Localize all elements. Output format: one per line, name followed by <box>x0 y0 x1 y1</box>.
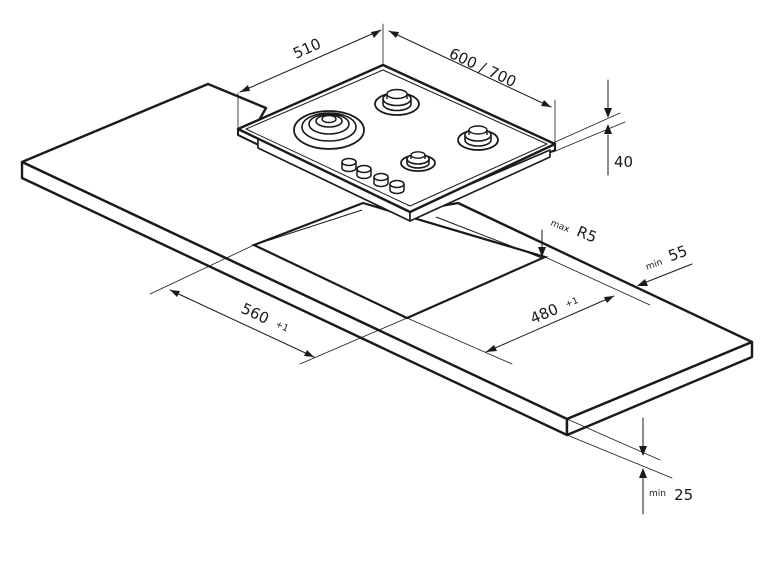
burner-right <box>457 125 499 151</box>
burner-wok <box>293 110 365 150</box>
label-edge-value: 55 <box>666 242 690 265</box>
dim-radius <box>538 229 546 257</box>
control-knobs <box>341 157 405 195</box>
label-edge-prefix: min <box>645 258 664 273</box>
label-edge: min 55 <box>642 241 690 274</box>
label-height: 40 <box>614 153 633 171</box>
cutout-side-inner-edge <box>435 216 543 259</box>
dim-thickness <box>566 417 673 515</box>
label-thickness-prefix: min <box>649 489 666 499</box>
burner-rear <box>374 88 420 116</box>
svg-text:560 +1: 560 +1 <box>238 299 292 337</box>
label-radius: max R5 <box>549 211 600 247</box>
label-thickness: min 25 <box>649 481 693 504</box>
label-radius-prefix: max <box>549 219 572 236</box>
burner-front-small <box>400 151 436 172</box>
dim-height <box>552 79 626 176</box>
knob-1 <box>341 157 357 173</box>
knob-3 <box>373 172 389 188</box>
dim-edge <box>637 263 693 286</box>
dimension-lines <box>149 23 693 515</box>
knob-4 <box>389 179 405 195</box>
svg-text:min 55: min 55 <box>642 241 690 274</box>
hob-plate-bevel <box>245 69 548 207</box>
knob-2 <box>356 164 372 180</box>
hob-under-body-right <box>409 149 551 222</box>
dim-cutout-depth <box>406 256 651 365</box>
dim-depth <box>237 23 384 130</box>
countertop-right-face <box>565 340 754 437</box>
label-thickness-value: 25 <box>674 486 693 504</box>
dim-cutout-width <box>149 244 408 365</box>
label-cutout-width: 560 +1 <box>238 299 292 337</box>
label-cutout-depth-tol: +1 <box>564 296 580 310</box>
label-width: 600 / 700 <box>446 44 519 91</box>
label-radius-value: R5 <box>574 222 599 246</box>
svg-text:max R5: max R5 <box>549 211 600 246</box>
label-cutout-width-value: 560 <box>238 299 272 327</box>
dim-width <box>388 30 556 145</box>
cutout-back-inner-edge <box>253 209 363 246</box>
hob <box>236 63 557 222</box>
label-depth: 510 <box>290 35 323 63</box>
label-cutout-width-tol: +1 <box>273 320 289 335</box>
